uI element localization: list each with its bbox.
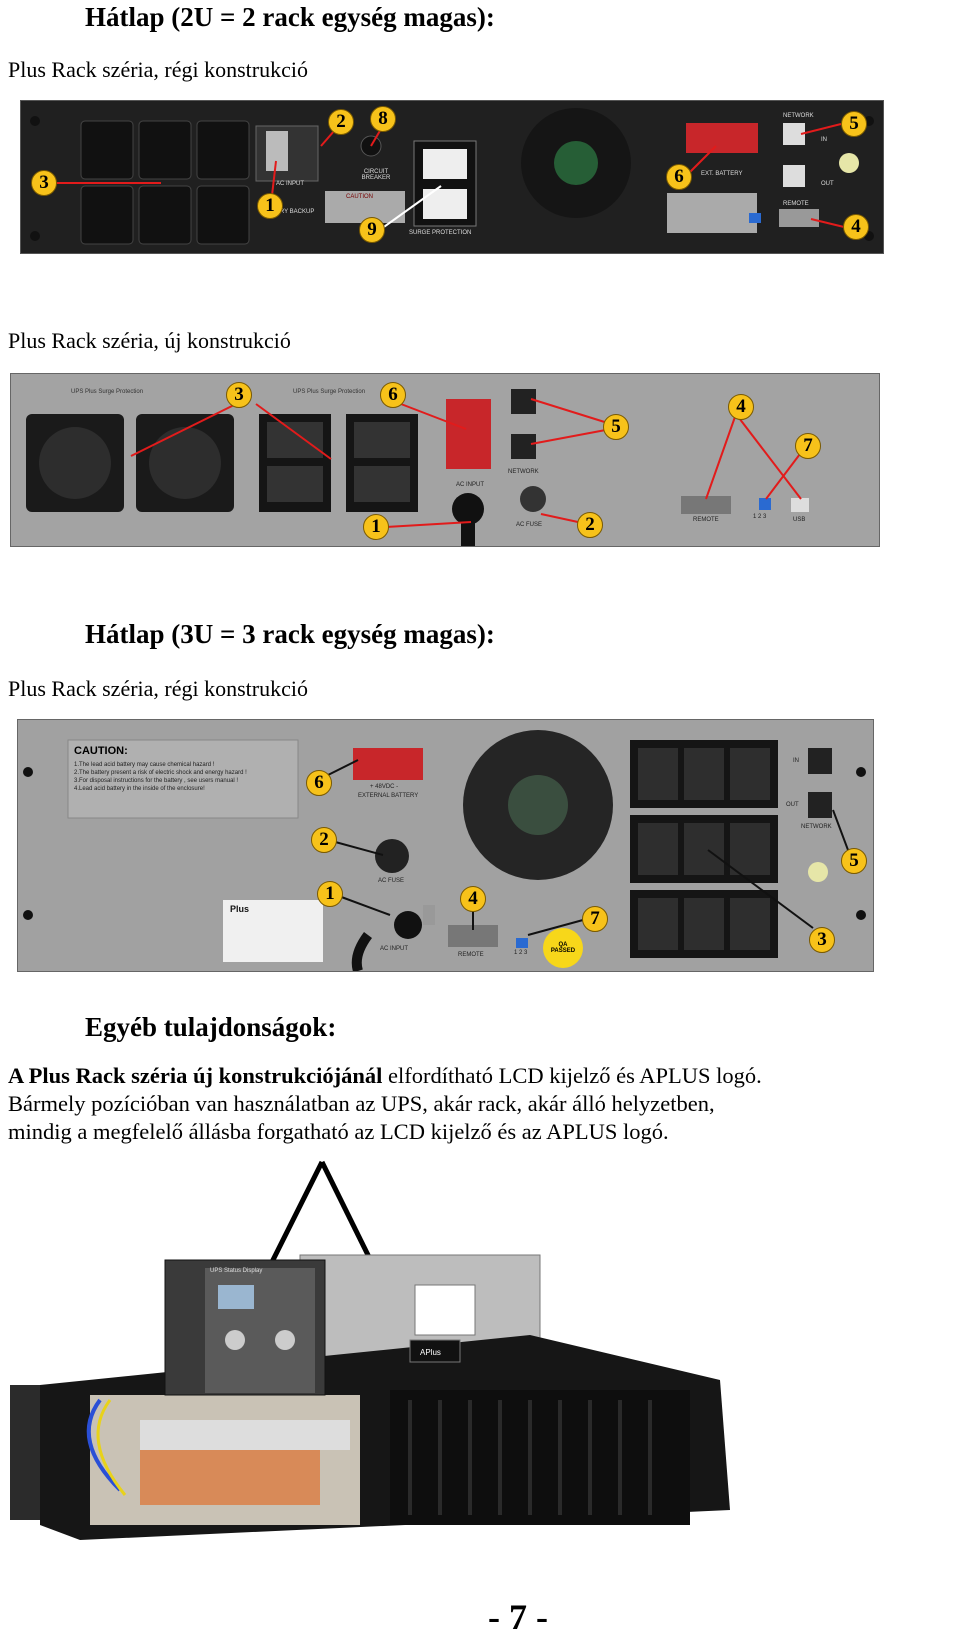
label-3u-old: Plus Rack széria, régi konstrukció: [8, 676, 308, 701]
photo-open-ups-drawing: [10, 1160, 730, 1540]
para-line-2: Bármely pozícióban van használatban az U…: [8, 1091, 715, 1116]
p4-lcd-title: UPS Status Display: [210, 1268, 263, 1274]
callout-3c: 3: [809, 927, 835, 953]
p3-ext-batt: + 48VDC -: [370, 784, 399, 790]
para-rest: elfordítható LCD kijelző és APLUS logó.: [382, 1063, 762, 1088]
para-bold: A Plus Rack széria új konstrukciójánál: [8, 1063, 383, 1088]
photo-open-ups: UPS Status Display APlus: [10, 1150, 730, 1540]
p4-logo: APlus: [420, 1348, 441, 1357]
p2-usb: USB: [793, 517, 806, 523]
p3-plus: Plus: [230, 904, 250, 914]
p2-remote: REMOTE: [693, 517, 719, 523]
label-2u-new: Plus Rack széria, új konstrukció: [8, 328, 291, 353]
p3-network: NETWORK: [801, 824, 832, 830]
p1-battery-backup: BATTERY BACKUP: [261, 209, 315, 215]
p3-caution-line: 2.The battery present a risk of electric…: [74, 770, 247, 776]
p3-caution-lines: 1.The lead acid battery may cause chemic…: [74, 761, 247, 793]
other-paragraph: A Plus Rack széria új konstrukciójánál e…: [8, 1062, 958, 1146]
p2-ac-fuse: AC FUSE: [516, 522, 543, 528]
callout-7b: 7: [795, 433, 821, 459]
p3-ext-batt2: EXTERNAL BATTERY: [358, 793, 419, 799]
p2-surge-left: UPS Plus Surge Protection: [71, 389, 144, 395]
p1-network: NETWORK: [783, 113, 814, 119]
p3-ac-input: AC INPUT: [380, 946, 409, 952]
p1-caution: CAUTION: [346, 194, 373, 200]
photo-2u-old-drawing: [21, 101, 883, 253]
page-number: - 7 -: [488, 1597, 548, 1637]
para-line-3: mindig a megfelelő állásba forgatható az…: [8, 1119, 669, 1144]
callout-6: 6: [666, 164, 692, 190]
p1-circuit-breaker: CIRCUIT BREAKER: [361, 169, 391, 181]
callout-1c: 1: [317, 881, 343, 907]
p3-in: IN: [793, 758, 799, 764]
p3-caution-line: 1.The lead acid battery may cause chemic…: [74, 762, 215, 768]
callout-5c: 5: [841, 848, 867, 874]
callout-4c: 4: [460, 886, 486, 912]
heading-3u: Hátlap (3U = 3 rack egység magas):: [85, 619, 495, 649]
callout-6b: 6: [380, 382, 406, 408]
heading-other: Egyéb tulajdonságok:: [85, 1012, 337, 1042]
callout-4b: 4: [728, 394, 754, 420]
photo-3u-old-drawing: [18, 720, 873, 971]
callout-2c: 2: [311, 827, 337, 853]
callout-5b: 5: [603, 414, 629, 440]
p1-in: IN: [821, 137, 827, 143]
p1-out: OUT: [821, 181, 834, 187]
p1-surge-protection: SURGE PROTECTION: [409, 230, 472, 236]
callout-3b: 3: [226, 382, 252, 408]
p1-ac-input: AC INPUT: [276, 181, 305, 187]
p3-out: OUT: [786, 802, 799, 808]
p3-ac-fuse: AC FUSE: [378, 878, 405, 884]
callout-7c: 7: [582, 906, 608, 932]
p2-ac-input: AC INPUT: [456, 482, 485, 488]
callout-8: 8: [370, 106, 396, 132]
callout-5: 5: [841, 111, 867, 137]
callout-4: 4: [843, 214, 869, 240]
p3-dip: 1 2 3: [514, 950, 528, 956]
p2-surge-mid: UPS Plus Surge Protection: [293, 389, 366, 395]
p3-caution-line: 3.For disposal instructions for the batt…: [74, 778, 239, 784]
p1-ext-battery: EXT. BATTERY: [701, 171, 743, 177]
p3-remote: REMOTE: [458, 952, 484, 958]
p2-dip: 1 2 3: [753, 514, 767, 520]
callout-1: 1: [257, 193, 283, 219]
callout-9: 9: [359, 217, 385, 243]
p3-caution-title: CAUTION:: [74, 745, 128, 757]
p1-remote: REMOTE: [783, 201, 809, 207]
p3-caution-line: 4.Lead acid battery in the inside of the…: [74, 786, 205, 792]
callout-3: 3: [31, 170, 57, 196]
photo-3u-old: CAUTION: 1.The lead acid battery may cau…: [17, 719, 874, 972]
callout-1b: 1: [363, 514, 389, 540]
photo-2u-old: AC INPUT BATTERY BACKUP CIRCUIT BREAKER …: [20, 100, 884, 254]
heading-2u: Hátlap (2U = 2 rack egység magas):: [85, 2, 495, 32]
label-2u-old: Plus Rack széria, régi konstrukció: [8, 57, 308, 82]
p2-network: NETWORK: [508, 469, 539, 475]
callout-2b: 2: [577, 512, 603, 538]
callout-2: 2: [328, 109, 354, 135]
para-line-1: A Plus Rack széria új konstrukciójánál e…: [8, 1062, 958, 1090]
callout-6c: 6: [306, 770, 332, 796]
p3-qa: QA PASSED: [550, 942, 576, 954]
